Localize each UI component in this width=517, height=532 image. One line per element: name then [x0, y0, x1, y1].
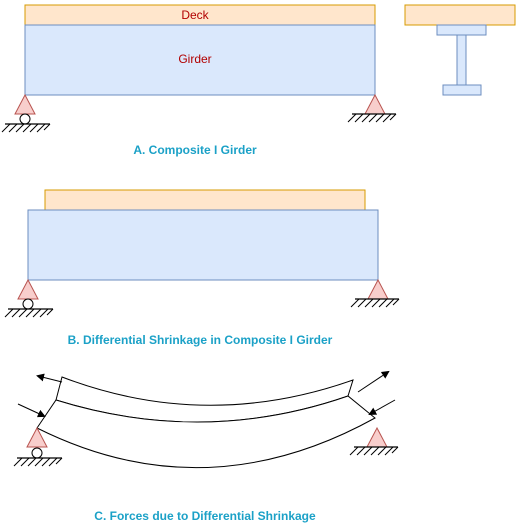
girder-body — [27, 209, 379, 281]
girder-body — [24, 24, 376, 96]
pin-support-right — [349, 426, 399, 456]
roller-circle — [19, 113, 31, 125]
force-arrow-left — [17, 403, 46, 418]
support-triangle — [367, 278, 389, 300]
i-girder-cross-section — [404, 4, 516, 96]
roller-circle — [22, 298, 34, 310]
pin-support-left — [1, 93, 51, 133]
caption-b: B. Differential Shrinkage in Composite I… — [68, 333, 333, 347]
force-arrow-top-left — [36, 373, 63, 383]
ground-hatching — [349, 446, 399, 456]
ground-hatching — [347, 113, 397, 123]
pin-support-right — [347, 93, 397, 123]
force-arrow-top-right — [357, 370, 390, 393]
pin-support-left — [13, 426, 63, 467]
ground-hatching — [13, 457, 63, 467]
panel-c: C. Forces due to Differential Shrinkage — [13, 370, 399, 523]
girder-label: Girder — [178, 52, 211, 66]
support-triangle — [26, 426, 48, 448]
ground-hatching — [4, 308, 54, 318]
panel-b: B. Differential Shrinkage in Composite I… — [4, 189, 400, 347]
panel-a: Deck Girder A. Composite I Girder — [1, 4, 516, 157]
support-triangle — [17, 278, 39, 300]
pin-support-left — [4, 278, 54, 318]
caption-c: C. Forces due to Differential Shrinkage — [94, 509, 316, 523]
shrunk-deck-slab — [44, 189, 366, 211]
support-triangle — [364, 93, 386, 115]
roller-circle — [31, 447, 43, 459]
deck-label: Deck — [181, 8, 209, 22]
section-web — [456, 34, 467, 86]
curved-girder — [36, 395, 376, 469]
section-top-flange — [436, 24, 487, 36]
support-triangle — [366, 426, 388, 448]
force-arrow-right — [368, 399, 396, 415]
support-triangle — [14, 93, 36, 115]
section-bottom-flange — [442, 84, 482, 96]
ground-hatching — [350, 298, 400, 308]
ground-hatching — [1, 123, 51, 133]
caption-a: A. Composite I Girder — [133, 143, 257, 157]
section-deck — [404, 4, 516, 26]
pin-support-right — [350, 278, 400, 308]
